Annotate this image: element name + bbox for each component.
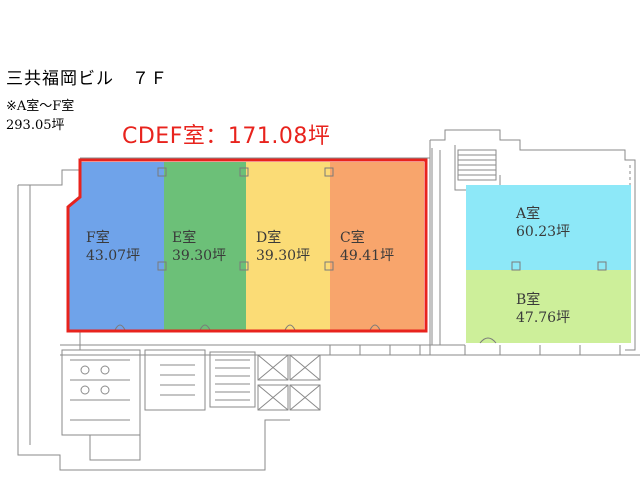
room-d-label: D室 39.30坪	[256, 229, 310, 265]
room-f-area-text: 43.07坪	[86, 248, 141, 264]
room-d-area[interactable]	[246, 162, 330, 330]
room-a-area[interactable]	[466, 185, 631, 270]
room-e-area[interactable]	[164, 162, 246, 330]
room-c-area[interactable]	[330, 162, 424, 330]
room-a-label: A室 60.23坪	[516, 205, 570, 241]
rooms-layer	[80, 162, 631, 343]
room-b-name: B室	[516, 292, 541, 308]
cdef-highlight-border	[66, 158, 428, 333]
room-f-area[interactable]	[80, 162, 164, 330]
room-f-notch	[68, 195, 80, 330]
room-a-name: A室	[516, 206, 541, 222]
column-marks	[157, 167, 607, 271]
building-outline	[17, 129, 640, 471]
note-rooms: ※A室～F室	[6, 99, 75, 114]
room-c-area-text: 49.41坪	[340, 248, 395, 264]
building-title: 三共福岡ビル ７Ｆ	[6, 69, 168, 89]
note-total-area: 293.05坪	[6, 118, 65, 133]
room-b-area[interactable]	[466, 270, 631, 343]
room-d-name: D室	[256, 230, 282, 246]
room-c-label: C室 49.41坪	[340, 229, 394, 265]
room-f-label: F室 43.07坪	[86, 229, 140, 265]
room-d-area-text: 39.30坪	[256, 248, 311, 264]
cdef-headline: CDEF室：171.08坪	[122, 124, 331, 149]
room-a-area-text: 60.23坪	[516, 224, 571, 240]
room-e-name: E室	[172, 230, 197, 246]
room-e-area-text: 39.30坪	[172, 248, 227, 264]
room-f-name: F室	[86, 230, 110, 246]
room-c-name: C室	[340, 230, 365, 246]
room-e-label: E室 39.30坪	[172, 229, 226, 265]
door-marks	[114, 324, 497, 344]
room-b-label: B室 47.76坪	[516, 291, 570, 327]
room-b-area-text: 47.76坪	[516, 310, 571, 326]
